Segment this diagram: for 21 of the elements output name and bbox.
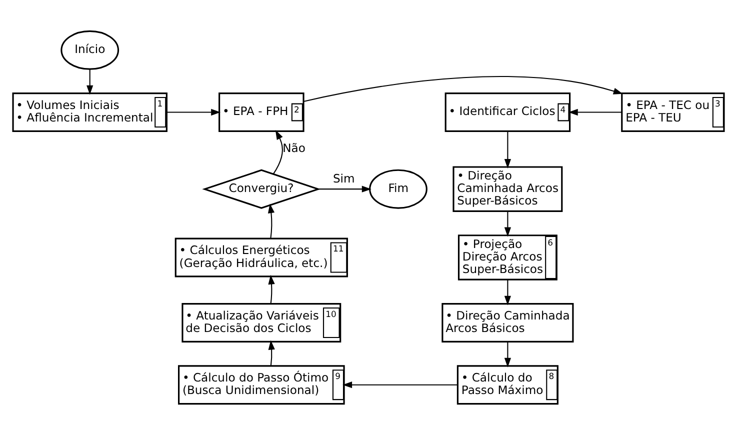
node-box: • Direção Caminhada Arcos Básicos — [442, 302, 574, 342]
arrow — [303, 76, 623, 102]
arrow — [318, 185, 372, 192]
arrow — [504, 130, 512, 168]
arrow — [268, 274, 275, 304]
arrow — [342, 381, 458, 388]
edge-label: Sim — [332, 171, 355, 186]
node-ellipse: Início — [60, 30, 120, 70]
arrow — [86, 68, 94, 94]
arrow — [166, 108, 221, 116]
arrow — [268, 340, 275, 366]
arrow — [504, 279, 512, 305]
node-diamond: Convergiu? — [202, 168, 321, 208]
arrow — [268, 203, 275, 238]
arrow — [272, 130, 283, 174]
arrow — [504, 210, 512, 236]
edge-label: Não — [282, 140, 306, 155]
arrow — [568, 108, 622, 116]
arrow — [504, 341, 512, 367]
node-box: • Direção Caminhada Arcos Super-Básicos — [452, 166, 563, 212]
node-ellipse: Fim — [369, 168, 428, 208]
